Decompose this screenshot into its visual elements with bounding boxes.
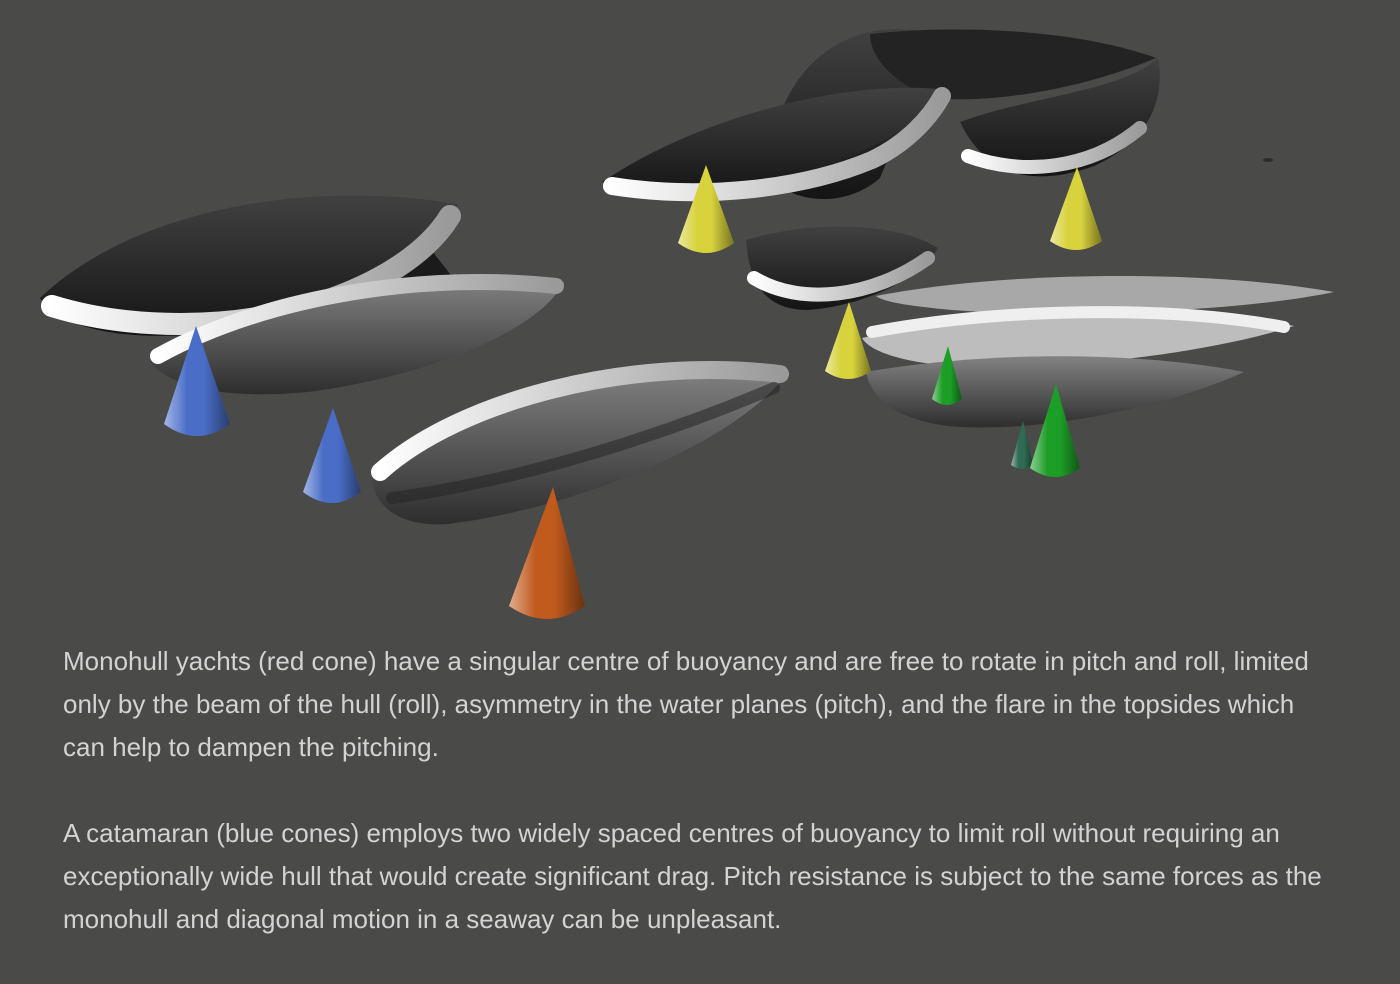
trimaran-right-wing-band xyxy=(961,121,1147,175)
cone-shade xyxy=(303,408,361,503)
green-cone-large xyxy=(1030,384,1080,477)
monohull-sheer-band xyxy=(371,360,789,481)
cone-shade xyxy=(164,326,230,436)
catamaran-hull-lower-body xyxy=(150,277,564,395)
monohull xyxy=(371,360,789,525)
catamaran-hulls xyxy=(40,195,564,395)
cone-shade xyxy=(932,346,962,405)
trimaran-deck xyxy=(870,29,1156,100)
right-hull-mid-body xyxy=(862,310,1294,368)
blue-cone-1 xyxy=(164,326,230,436)
cone-shade xyxy=(509,487,585,619)
cone-shade xyxy=(1011,421,1033,469)
monohull-chine-shadow xyxy=(386,382,780,504)
blue-cone-2 xyxy=(303,408,361,503)
cone-shade xyxy=(825,302,871,379)
right-multihull xyxy=(862,275,1334,428)
cone-shade xyxy=(1030,384,1080,477)
red-cone xyxy=(509,487,585,619)
right-hull-top xyxy=(876,275,1334,314)
right-hull-mid-band xyxy=(866,306,1290,338)
trimaran-left-float-body xyxy=(602,87,946,197)
green-cone-small xyxy=(932,346,962,405)
cone-shade xyxy=(1050,167,1102,250)
yellow-cone-3 xyxy=(825,302,871,379)
trimaran-left-float-band xyxy=(603,87,951,202)
catamaran-paragraph: A catamaran (blue cones) employs two wid… xyxy=(63,818,1322,934)
hull-3d-scene xyxy=(40,28,1334,619)
trimaran xyxy=(602,28,1160,310)
catamaran-hull-upper-body xyxy=(40,195,458,336)
cone-shade xyxy=(678,165,734,253)
monohull-paragraph: Monohull yachts (red cone) have a singul… xyxy=(63,646,1309,762)
yellow-cone-2 xyxy=(1050,167,1102,250)
yellow-cone-1 xyxy=(678,165,734,253)
buoyancy-cones xyxy=(164,165,1102,619)
catamaran-hull-lower-band xyxy=(150,273,564,364)
caption: Monohull yachts (red cone) have a singul… xyxy=(63,640,1341,941)
trimaran-center-hull-band xyxy=(747,251,935,302)
teal-cone-small xyxy=(1011,421,1033,469)
speck xyxy=(1263,158,1273,162)
